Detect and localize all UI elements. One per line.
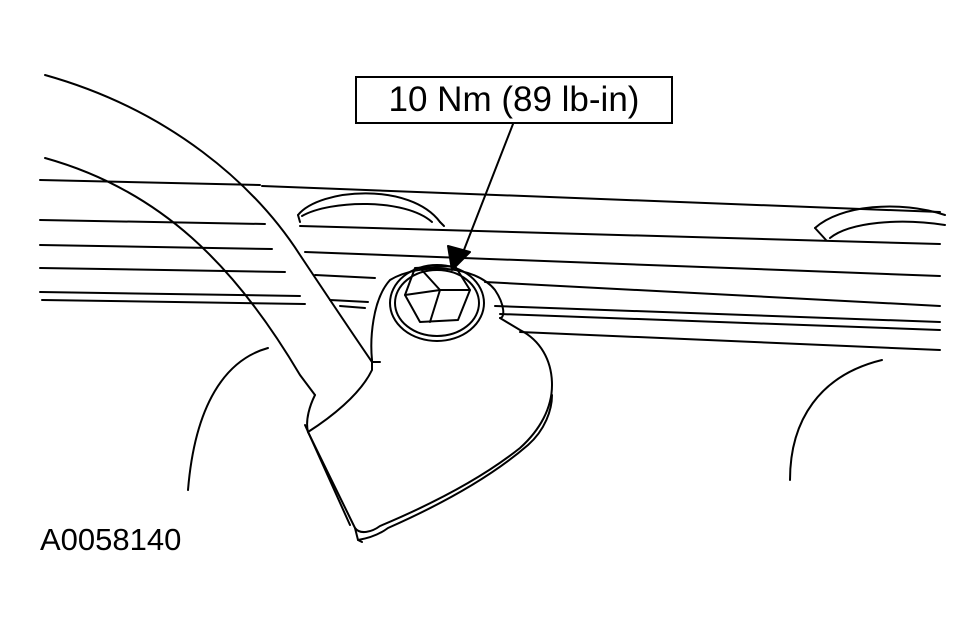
- figure-id-label: A0058140: [40, 522, 182, 557]
- bolt-head: [389, 264, 485, 342]
- bracket-tab: [304, 267, 553, 543]
- rail-bosses: [297, 192, 946, 241]
- lower-contours: [187, 347, 883, 491]
- rail-ribs: [39, 179, 941, 351]
- callout-leader-arrow: [447, 123, 514, 271]
- bracket-arm: [44, 74, 381, 396]
- torque-callout-box: 10 Nm (89 lb-in): [355, 76, 673, 124]
- torque-spec-label: 10 Nm (89 lb-in): [388, 80, 640, 119]
